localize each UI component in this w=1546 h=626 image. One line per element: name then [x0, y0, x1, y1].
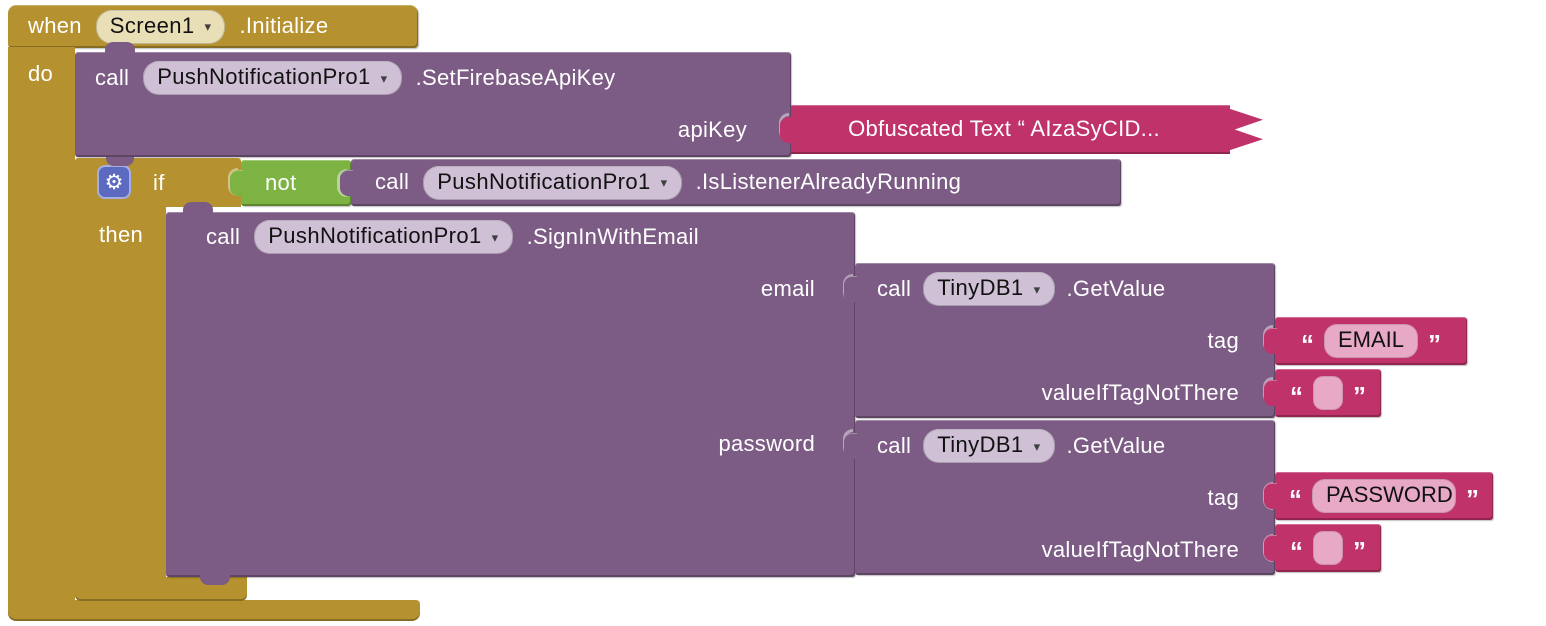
- open-quote-label: “: [1290, 536, 1303, 566]
- call-keyword-label: call: [375, 169, 410, 195]
- method-name-label: .GetValue: [1066, 432, 1166, 458]
- sign-in-with-email-block[interactable]: call PushNotificationPro1 ▾ .SignInWithE…: [166, 212, 855, 577]
- chevron-down-icon: ▾: [204, 19, 212, 34]
- tag-param-label: tag: [1207, 328, 1239, 353]
- method-name-label: .IsListenerAlreadyRunning: [695, 169, 962, 195]
- password-tag-text-field[interactable]: PASSWORD: [1312, 479, 1456, 513]
- tinydb-getvalue-email-block[interactable]: call TinyDB1 ▾ .GetValue tag valueIfTagN…: [844, 263, 1275, 418]
- component-value: PushNotificationPro1: [437, 168, 651, 194]
- connector-tab: [183, 202, 213, 213]
- component-value: TinyDB1: [937, 275, 1024, 300]
- method-name-label: .SignInWithEmail: [526, 223, 699, 249]
- mutator-gear-button[interactable]: ⚙: [97, 165, 131, 199]
- not-label: not: [265, 170, 297, 195]
- push-notification-component-dropdown[interactable]: PushNotificationPro1 ▾: [143, 61, 402, 95]
- close-quote-label: ”: [1353, 536, 1366, 566]
- component-value: TinyDB1: [937, 432, 1024, 457]
- when-event-block-bottom-bar[interactable]: [8, 600, 420, 621]
- set-firebase-api-key-block[interactable]: call PushNotificationPro1 ▾ .SetFirebase…: [75, 52, 791, 157]
- password-param-label: password: [718, 431, 815, 456]
- value-if-tag-not-there-param-label: valueIfTagNotThere: [1041, 380, 1239, 405]
- email-tag-text-block[interactable]: “ EMAIL ”: [1275, 317, 1467, 365]
- open-quote-label: “: [1290, 381, 1303, 411]
- tag-param-label: tag: [1207, 485, 1239, 510]
- push-notification-component-dropdown[interactable]: PushNotificationPro1 ▾: [254, 220, 513, 254]
- then-label: then: [99, 222, 144, 247]
- email-tag-text-field[interactable]: EMAIL: [1323, 324, 1419, 358]
- connector-tab: [106, 157, 134, 166]
- apikey-param-label: apiKey: [677, 117, 747, 142]
- chevron-down-icon: ▾: [491, 229, 499, 245]
- tinydb-getvalue-password-block[interactable]: call TinyDB1 ▾ .GetValue tag valueIfTagN…: [844, 420, 1275, 575]
- when-event-block-header[interactable]: when Screen1 ▾ .Initialize: [8, 5, 418, 48]
- call-keyword-label: call: [206, 223, 241, 249]
- chevron-down-icon: ▾: [1033, 281, 1041, 297]
- screen-component-dropdown[interactable]: Screen1 ▾: [95, 9, 226, 44]
- when-keyword-label: when: [28, 13, 82, 39]
- email-param-label: email: [760, 276, 815, 301]
- password-default-text-field[interactable]: [1313, 531, 1343, 565]
- if-block-header[interactable]: ⚙ if: [75, 158, 241, 207]
- obfuscated-block-plug-icon: [780, 117, 793, 143]
- chevron-down-icon: ▾: [1033, 438, 1041, 454]
- chevron-down-icon: ▾: [660, 175, 668, 190]
- email-default-text-field[interactable]: [1313, 376, 1343, 410]
- call-keyword-label: call: [95, 64, 130, 90]
- is-listener-already-running-block[interactable]: call PushNotificationPro1 ▾ .IsListenerA…: [351, 159, 1121, 206]
- call-keyword-label: call: [877, 275, 912, 301]
- chevron-down-icon: ▾: [380, 70, 388, 86]
- connector-tab: [105, 42, 135, 53]
- close-quote-label: ”: [1466, 484, 1479, 514]
- do-label: do: [28, 61, 54, 86]
- event-name-label: .Initialize: [239, 13, 329, 39]
- connector-tab: [200, 575, 230, 585]
- method-name-label: .GetValue: [1066, 275, 1166, 301]
- tinydb-component-dropdown[interactable]: TinyDB1 ▾: [923, 272, 1055, 306]
- close-quote-label: ”: [1428, 329, 1442, 359]
- obfuscated-text-label: Obfuscated Text “ AIzaSyCID...: [848, 116, 1160, 142]
- open-quote-label: “: [1289, 484, 1302, 514]
- close-quote-label: ”: [1353, 381, 1366, 411]
- password-default-text-block[interactable]: “ ”: [1275, 524, 1381, 572]
- method-name-label: .SetFirebaseApiKey: [415, 64, 616, 90]
- call-keyword-label: call: [877, 432, 912, 458]
- email-default-text-block[interactable]: “ ”: [1275, 369, 1381, 417]
- screen-component-value: Screen1: [109, 12, 195, 38]
- tinydb-component-dropdown[interactable]: TinyDB1 ▾: [923, 429, 1055, 463]
- when-event-block-left-wall[interactable]: do: [8, 47, 75, 601]
- open-quote-label: “: [1300, 329, 1314, 359]
- component-value: PushNotificationPro1: [157, 64, 371, 89]
- password-tag-text-block[interactable]: “ PASSWORD ”: [1275, 472, 1493, 520]
- obfuscated-text-collapsed-block[interactable]: Obfuscated Text “ AIzaSyCID...: [791, 105, 1263, 154]
- value-if-tag-not-there-param-label: valueIfTagNotThere: [1041, 537, 1239, 562]
- if-label: if: [153, 170, 165, 195]
- push-notification-component-dropdown[interactable]: PushNotificationPro1 ▾: [423, 165, 682, 200]
- gear-icon: ⚙: [104, 170, 124, 194]
- if-block-then-wall[interactable]: then: [75, 207, 166, 577]
- not-logic-block[interactable]: not: [241, 160, 351, 206]
- component-value: PushNotificationPro1: [268, 223, 482, 248]
